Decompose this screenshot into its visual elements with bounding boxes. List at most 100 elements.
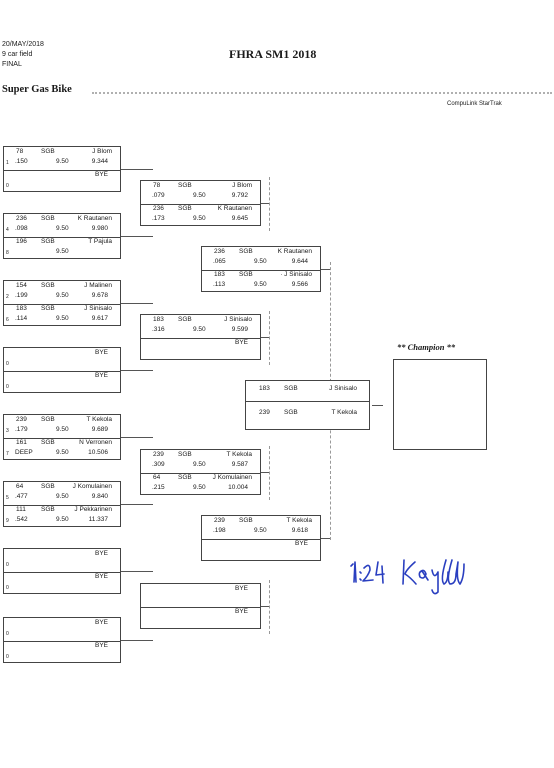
r2-match-3-top-dial-in: 9.50: [193, 461, 206, 468]
r1-match-2-top-dial-in: 9.50: [56, 225, 69, 232]
r1-match-5-bottom-seed: 7: [6, 451, 9, 457]
r1-match-5-top-et: 9.689: [91, 426, 108, 433]
r1-match-3-top-name: J Malinen: [84, 282, 112, 289]
r1-match-8-bottom-bye: BYE: [94, 642, 108, 649]
r1-match-4-top-line1: BYE: [4, 348, 120, 360]
r2-connector-3: [261, 472, 269, 473]
r2-match-3-bottom-dial: 64: [153, 474, 161, 481]
r2-match-1-bottom-name: K Rautanen: [217, 205, 252, 212]
r1-match-6-top-et: 9.840: [91, 493, 108, 500]
r3-match-2-bottom-line2: [202, 549, 320, 561]
r1-match-6-bottom-dial: 111: [16, 506, 26, 513]
r1-match-5-bottom-dial-in: 9.50: [56, 449, 69, 456]
class-name: Super Gas Bike: [2, 84, 72, 95]
r2-match-2-bottom-line1: BYE: [141, 338, 260, 350]
r1-match-6-top-name: J Komulainen: [72, 483, 112, 490]
r1-match-7-top-line2: 0: [4, 559, 120, 571]
final-to-champion-line: [372, 405, 383, 406]
r3-match-2-top-dial-in: 9.50: [254, 527, 267, 534]
r2-match-3-top-et: 9.587: [231, 461, 248, 468]
r1-match-2-top-reaction: .098: [15, 225, 28, 232]
r1-match-3-bottom-class: SGB: [41, 305, 55, 312]
r1-match-6-bottom-class: SGB: [41, 506, 55, 513]
handwritten-signature: [350, 559, 465, 595]
r1-match-1-bottom-seed: 0: [6, 183, 9, 189]
final-bottom-class: SGB: [284, 409, 298, 416]
event-title: FHRA SM1 2018: [229, 47, 317, 61]
r3-match-2-bottom-bye: BYE: [294, 540, 308, 547]
r1-match-8-top-line2: 0: [4, 628, 120, 640]
r2-match-1-bottom-dial-in: 9.50: [193, 215, 206, 222]
r3-match-1-top-dial-in: 9.50: [254, 258, 267, 265]
r2-match-4-bottom-line2: [141, 617, 260, 629]
r1-connector-1: [121, 169, 153, 170]
r1-connector-4: [121, 370, 153, 371]
r1-match-5-top-seed: 3: [6, 428, 9, 434]
r2-match-2-divider: [141, 338, 260, 339]
r1-match-5-top-dial: 239: [16, 416, 27, 423]
r1-match-3-top-dial: 154: [16, 282, 27, 289]
r3-match-2-top-class: SGB: [239, 517, 253, 524]
r1-match-6-top-class: SGB: [41, 483, 55, 490]
r3-match-1-divider: [202, 270, 320, 271]
r1-match-3-bottom-reaction: .114: [15, 315, 28, 322]
r1-match-1-top-class: SGB: [41, 148, 55, 155]
r2-match-2-top-reaction: .316: [152, 326, 165, 333]
r1-match-6-bottom-name: J Pekkarinen: [74, 506, 112, 513]
r1-match-5-top-dial-in: 9.50: [56, 426, 69, 433]
r2-match-2-top-dial-in: 9.50: [193, 326, 206, 333]
r1-match-8-top-seed: 0: [6, 631, 9, 637]
r3-bracket-line-2: [330, 410, 331, 540]
r2-match-3-top-reaction: .309: [152, 461, 165, 468]
r1-match-3-top-reaction: .199: [15, 292, 28, 299]
r2-match-3-bottom-dial-in: 9.50: [193, 484, 206, 491]
r2-bracket-line-3: [269, 446, 270, 500]
software-credit: CompuLink StarTrak: [447, 101, 502, 107]
r1-match-7-bottom-line2: 0: [4, 582, 120, 594]
r3-match-1-top-reaction: .065: [213, 258, 226, 265]
r3-match-2-top-name: T Kekola: [286, 517, 312, 524]
r2-match-3-top-name: T Kekola: [226, 451, 252, 458]
r3-match-1-bottom-class: SGB: [239, 271, 253, 278]
r1-match-6-bottom-dial-in: 9.50: [56, 516, 69, 523]
r1-match-2-top-name: K Rautanen: [77, 215, 112, 222]
title-rule: [92, 92, 552, 94]
r3-match-2-divider: [202, 539, 320, 540]
r1-match-7-bottom-bye: BYE: [94, 573, 108, 580]
r3-connector-2: [321, 538, 331, 539]
final-divider: [246, 401, 369, 402]
r2-match-1-top-name: J Blom: [232, 182, 252, 189]
r2-match-1-bottom-reaction: .173: [152, 215, 165, 222]
r2-connector-2: [261, 337, 269, 338]
r2-match-3-bottom-reaction: .215: [152, 484, 165, 491]
r2-match-3-top-dial: 239: [153, 451, 164, 458]
r3-connector-1: [321, 269, 331, 270]
r1-match-2-top-dial: 236: [16, 215, 27, 222]
r1-match-6-top-seed: 5: [6, 495, 9, 501]
r1-match-1-top-dial-in: 9.50: [56, 158, 69, 165]
round-name: FINAL: [2, 61, 22, 68]
r2-match-1-bottom-dial: 236: [153, 205, 164, 212]
r1-match-8-bottom-line2: 0: [4, 651, 120, 663]
r3-match-1-bottom-dial-in: 9.50: [254, 281, 267, 288]
r2-match-4-bottom-line1: BYE: [141, 607, 260, 619]
r2-bracket-line-2: [269, 311, 270, 365]
r1-match-3-bottom-et: 9.617: [91, 315, 108, 322]
r2-match-3-bottom-name: J Komulainen: [212, 474, 252, 481]
